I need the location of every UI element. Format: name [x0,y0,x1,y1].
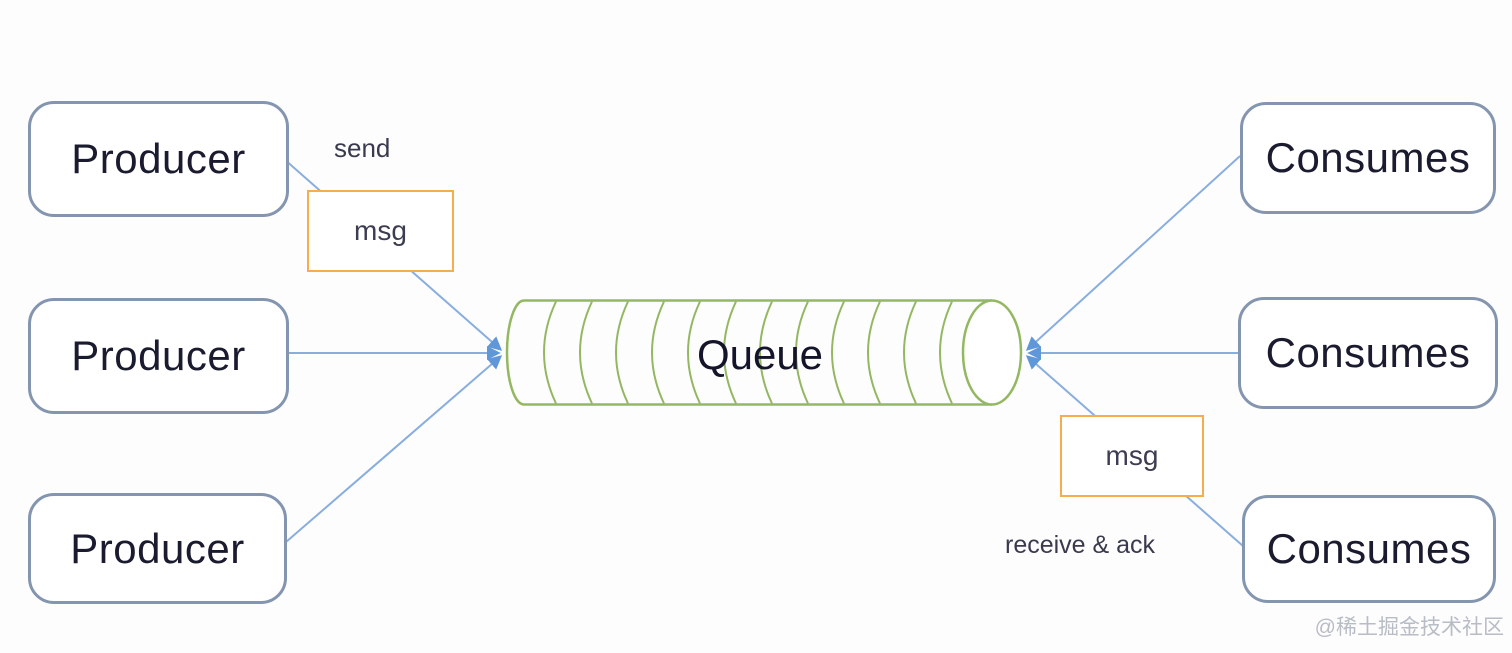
arrow-producer3-to-queue [285,355,503,543]
queue-rib [795,301,809,404]
consumer-label: Consumes [1265,134,1471,181]
producer-label: Producer [71,135,246,182]
consumer-label: Consumes [1265,329,1471,376]
queue-rib [723,301,737,404]
queue-ribs [543,301,953,404]
queue-rib [687,301,701,404]
msg-box-left: msg [307,190,454,272]
producer-node-1: Producer [28,101,289,217]
queue-rib [867,301,881,404]
queue-rib [939,301,953,404]
queue-rib [543,301,557,404]
consumer-node-2: Consumes [1238,297,1498,409]
producer-label: Producer [70,524,245,572]
consumer-node-3: Consumes [1242,495,1496,603]
queue-right-cap [961,299,1023,406]
producer-label: Producer [71,332,246,379]
arrow-consumer1-to-queue [1025,155,1241,351]
producer-node-2: Producer [28,298,289,414]
consumer-label: Consumes [1266,525,1472,572]
queue-rib [831,301,845,404]
receive-ack-edge-label: receive & ack [1005,531,1156,559]
queue-rib [903,301,917,404]
producer-node-3: Producer [28,493,287,604]
queue-rib [579,301,593,404]
queue-rib [615,301,629,404]
consumer-node-1: Consumes [1240,102,1496,214]
watermark-text: @稀土掘金技术社区 [1314,616,1504,639]
queue-cylinder [505,299,1023,406]
send-edge-label: send [334,133,391,163]
queue-rib [651,301,665,404]
queue-body-outline [505,299,992,406]
msg-label: msg [1105,440,1159,471]
msg-label: msg [354,215,407,246]
queue-rib [759,301,773,404]
msg-box-right: msg [1060,415,1204,497]
